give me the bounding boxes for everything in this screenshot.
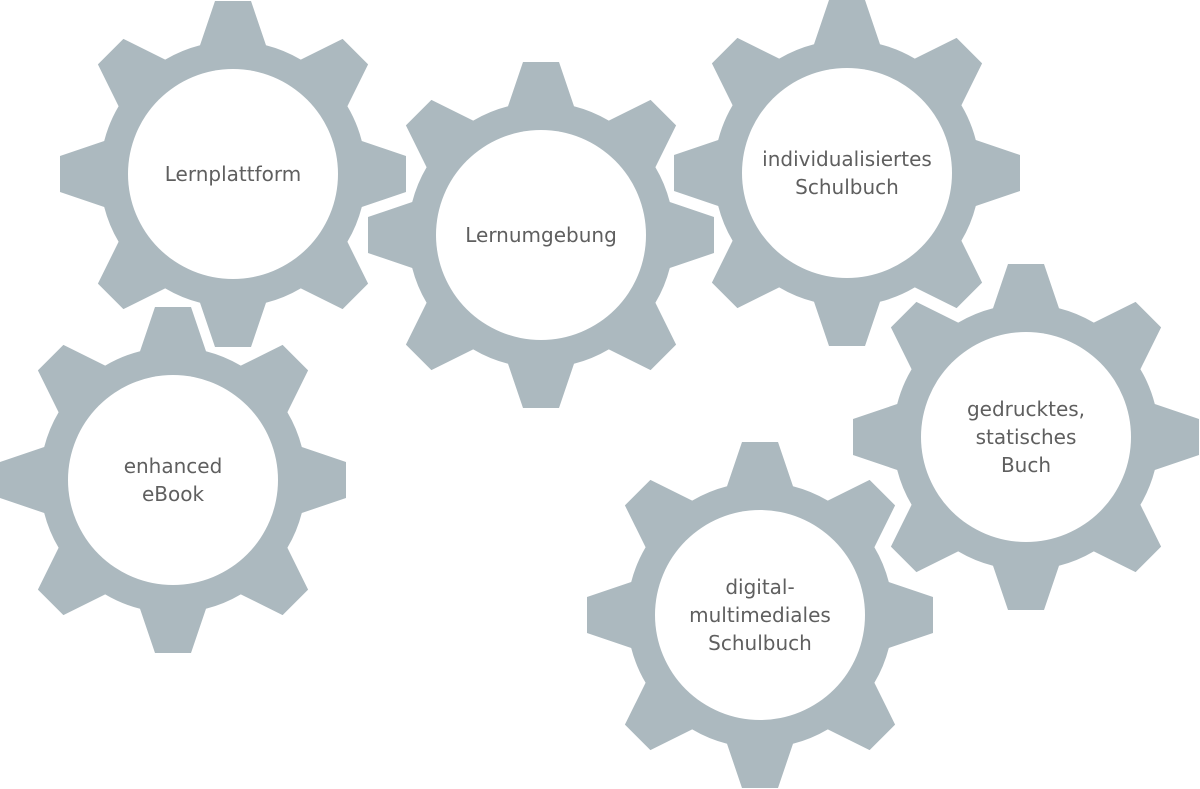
gear-label-line: statisches: [975, 425, 1077, 449]
gear-label-enhanced-ebook: enhanced eBook: [68, 452, 278, 508]
gear-label-lernplattform: Lernplattform: [128, 160, 338, 188]
gear-label-line: eBook: [141, 482, 205, 506]
gear-center-circle: [655, 510, 865, 720]
gear-label-line: individualisiertes: [762, 147, 932, 171]
gear-center-circle: [921, 332, 1131, 542]
gear-label-line: digital-: [725, 575, 795, 599]
gear-individualisiertes-schulbuch: [674, 0, 1020, 346]
gear-enhanced-ebook: [0, 307, 346, 653]
gear-lernplattform: [60, 1, 406, 347]
gear-label-line: Lernumgebung: [465, 223, 617, 247]
gear-label-line: Buch: [1000, 453, 1052, 477]
gear-gedrucktes-statisches-buch: [853, 264, 1199, 610]
gear-lernumgebung: [368, 62, 714, 408]
gear-center-circle: [436, 130, 646, 340]
gear-label-lernumgebung: Lernumgebung: [436, 221, 646, 249]
gear-digital-multimediales-schulbuch: [587, 442, 933, 788]
gear-center-circle: [742, 68, 952, 278]
gear-center-circle: [128, 69, 338, 279]
gear-center-circle: [68, 375, 278, 585]
gear-label-line: Schulbuch: [795, 175, 899, 199]
gear-label-line: gedrucktes,: [966, 397, 1086, 421]
gear-label-line: enhanced: [123, 454, 223, 478]
gear-label-line: Lernplattform: [164, 162, 302, 186]
gear-label-line: Schulbuch: [708, 631, 812, 655]
gear-label-line: multimediales: [689, 603, 831, 627]
